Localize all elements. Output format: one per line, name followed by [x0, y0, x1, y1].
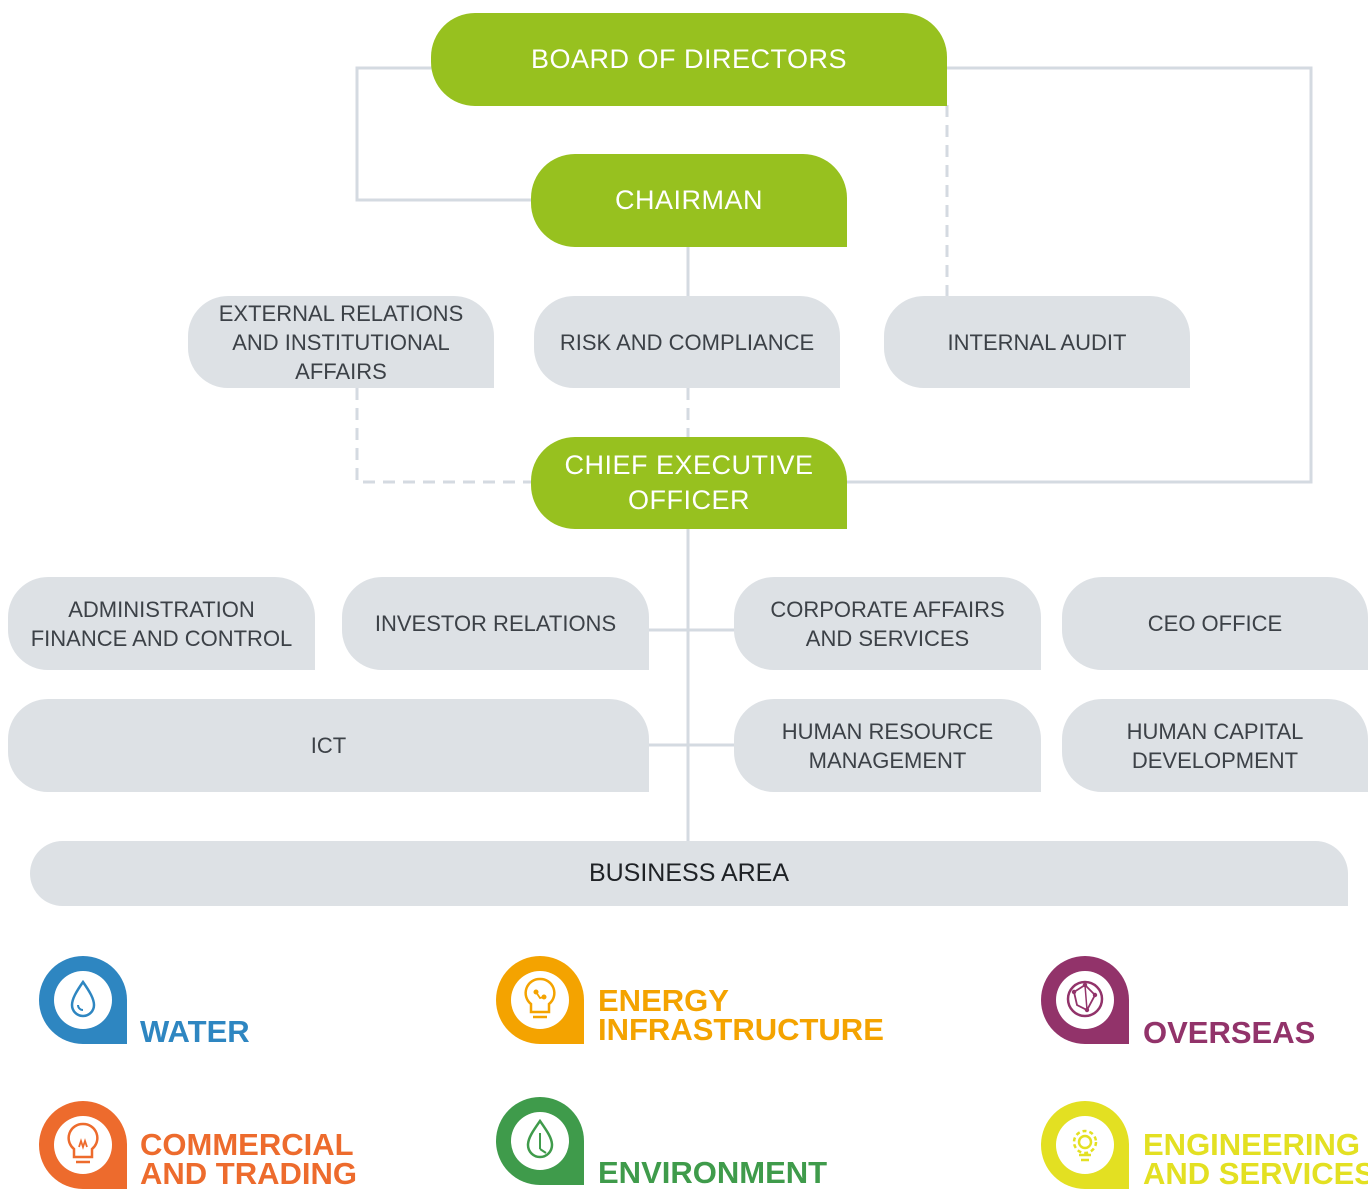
business-area-overseas: OVERSEAS	[1037, 952, 1327, 1052]
external-ceo-dashed-connector	[355, 388, 532, 484]
area-label-line1: ENERGY	[598, 983, 729, 1018]
water-drop-icon	[39, 956, 127, 1044]
ceo-label-line1: CHIEF EXECUTIVE	[564, 450, 814, 480]
business-area-water: WATER	[35, 952, 295, 1052]
gear-bulb-icon	[1041, 1101, 1129, 1189]
corporate-affairs-line1: CORPORATE AFFAIRS	[770, 596, 1005, 622]
area-label: ENVIRONMENT	[598, 1155, 828, 1190]
ceo-office-label: CEO OFFICE	[1147, 611, 1283, 636]
board-ceo-connector	[847, 66, 1313, 484]
ceo-label-line2: OFFICER	[628, 485, 750, 515]
ict-box: ICT	[8, 699, 649, 792]
external-relations-line2: AND INSTITUTIONAL	[232, 329, 450, 355]
area-label-line1: OVERSEAS	[1143, 1015, 1316, 1050]
business-area-energy-infrastructure: ENERGY INFRASTRUCTURE	[492, 952, 892, 1052]
external-relations-line3: AFFAIRS	[295, 358, 387, 384]
area-label-line2: AND SERVICES	[1143, 1156, 1368, 1191]
area-label: ENERGY INFRASTRUCTURE	[598, 983, 884, 1047]
area-label-line1: WATER	[140, 1014, 250, 1049]
administration-finance-box: ADMINISTRATION FINANCE AND CONTROL	[8, 577, 315, 670]
internal-audit-label: INTERNAL AUDIT	[947, 329, 1127, 355]
business-area-environment: ENVIRONMENT	[492, 1093, 852, 1188]
internal-audit-box: INTERNAL AUDIT	[884, 296, 1190, 388]
business-area-engineering-services: ENGINEERING AND SERVICES	[1037, 1097, 1368, 1191]
area-label-line2: AND TRADING	[140, 1156, 357, 1191]
ict-label: ICT	[310, 733, 347, 758]
external-relations-line1: EXTERNAL RELATIONS	[218, 300, 464, 326]
ceo-box: CHIEF EXECUTIVE OFFICER	[531, 437, 847, 529]
area-label-line1: ENVIRONMENT	[598, 1155, 828, 1190]
area-label: OVERSEAS	[1143, 1015, 1316, 1050]
administration-finance-line2: FINANCE AND CONTROL	[30, 625, 293, 651]
human-capital-development-line2: DEVELOPMENT	[1131, 747, 1299, 773]
human-resource-management-line2: MANAGEMENT	[808, 747, 967, 773]
area-label: WATER	[140, 1014, 250, 1049]
board-of-directors-label: BOARD OF DIRECTORS	[530, 44, 848, 74]
area-label: ENGINEERING AND SERVICES	[1143, 1127, 1368, 1191]
corporate-affairs-box: CORPORATE AFFAIRS AND SERVICES	[734, 577, 1041, 670]
ceo-office-box: CEO OFFICE	[1062, 577, 1368, 670]
risk-and-compliance-label: RISK AND COMPLIANCE	[559, 329, 815, 355]
area-label-line1: COMMERCIAL	[140, 1127, 354, 1162]
area-label-line2: INFRASTRUCTURE	[598, 1012, 884, 1047]
business-area-bar: BUSINESS AREA	[30, 841, 1348, 906]
investor-relations-label: INVESTOR RELATIONS	[374, 611, 617, 636]
lightbulb-icon	[39, 1101, 127, 1189]
area-label-line1: ENGINEERING	[1143, 1127, 1361, 1162]
risk-and-compliance-box: RISK AND COMPLIANCE	[534, 296, 840, 388]
business-area-commercial-trading: COMMERCIAL AND TRADING	[35, 1097, 375, 1191]
board-of-directors-box: BOARD OF DIRECTORS	[431, 13, 947, 106]
board-chairman-connector	[355, 66, 532, 202]
human-resource-management-line1: HUMAN RESOURCE	[781, 718, 994, 744]
human-resource-management-box: HUMAN RESOURCE MANAGEMENT	[734, 699, 1041, 792]
chairman-label: CHAIRMAN	[614, 185, 763, 215]
human-capital-development-box: HUMAN CAPITAL DEVELOPMENT	[1062, 699, 1368, 792]
business-area-label: BUSINESS AREA	[588, 859, 790, 887]
corporate-affairs-line2: AND SERVICES	[805, 625, 970, 651]
lightbulb-circuit-icon	[496, 956, 584, 1044]
administration-finance-line1: ADMINISTRATION	[68, 596, 255, 622]
area-label: COMMERCIAL AND TRADING	[140, 1127, 357, 1191]
leaf-drop-icon	[496, 1097, 584, 1185]
human-capital-development-line1: HUMAN CAPITAL	[1126, 718, 1304, 744]
chairman-box: CHAIRMAN	[531, 154, 847, 247]
investor-relations-box: INVESTOR RELATIONS	[342, 577, 649, 670]
globe-network-icon	[1041, 956, 1129, 1044]
external-relations-box: EXTERNAL RELATIONS AND INSTITUTIONAL AFF…	[188, 296, 494, 388]
